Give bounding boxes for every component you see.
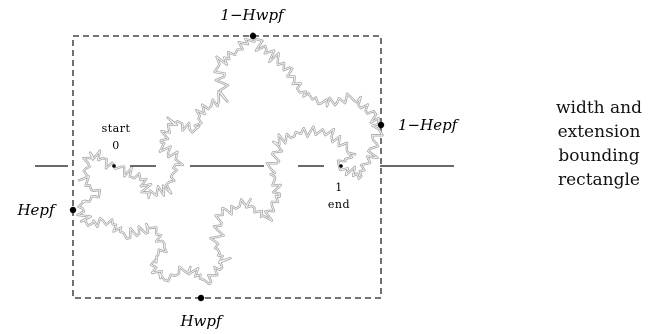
- start-point: [112, 164, 116, 168]
- right-label: 1−Hepf: [398, 116, 460, 134]
- left-point: [69, 206, 77, 214]
- top-point: [249, 32, 257, 40]
- caption-line-1: width and: [555, 98, 643, 118]
- end-word: end: [328, 198, 350, 211]
- bottom-label: Hwpf: [179, 312, 224, 330]
- start-word: start: [102, 122, 131, 135]
- bottom-point: [197, 294, 205, 302]
- caption-line-4: rectangle: [557, 170, 640, 190]
- fractal-curve: [76, 31, 384, 286]
- right-point: [377, 121, 385, 129]
- left-label: Hepf: [16, 201, 57, 219]
- caption-line-2: extension: [557, 122, 641, 142]
- bounding-rectangle: [72, 35, 382, 299]
- caption: width and extension bounding rectangle: [540, 96, 654, 192]
- top-label: 1−Hwpf: [220, 6, 286, 24]
- start-number: 0: [112, 139, 120, 152]
- end-number: 1: [335, 181, 343, 194]
- end-point: [339, 164, 343, 168]
- caption-line-3: bounding: [558, 146, 640, 166]
